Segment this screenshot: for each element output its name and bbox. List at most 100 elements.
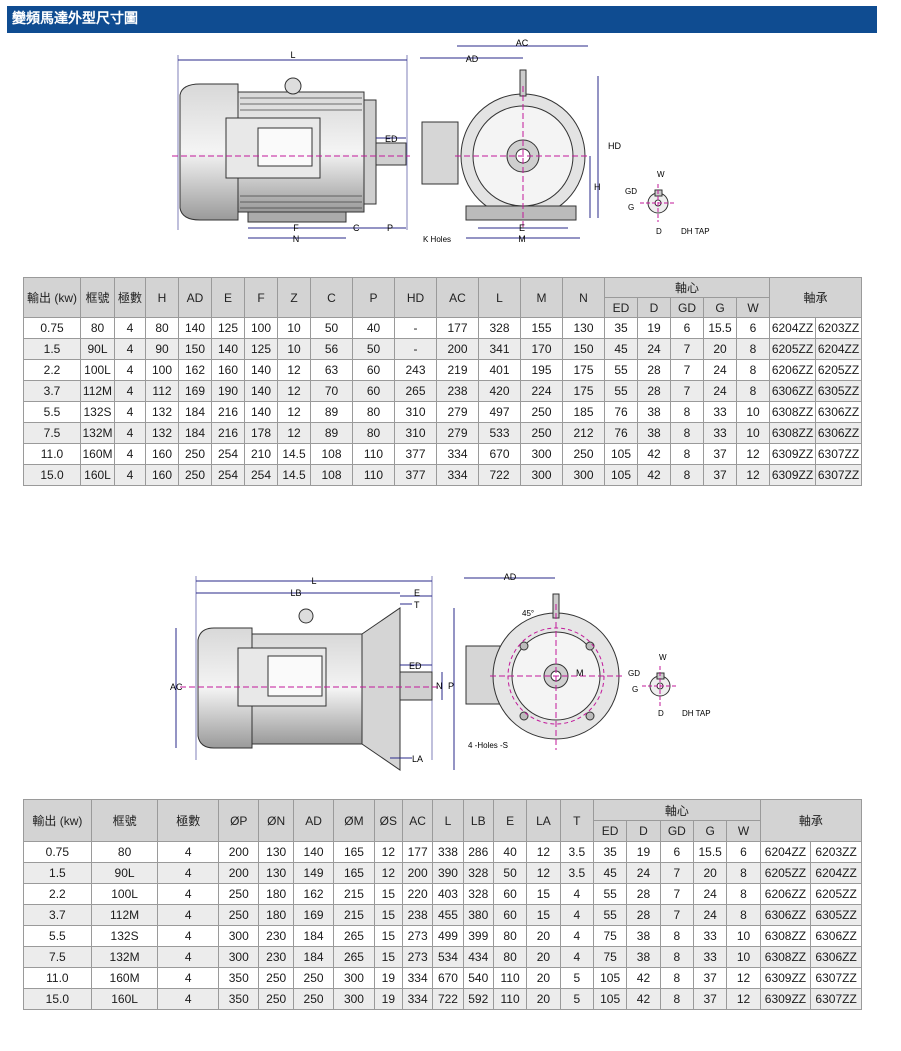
table-cell: 10 xyxy=(277,338,311,360)
table-cell: 155 xyxy=(520,317,563,339)
table-cell: 8 xyxy=(670,422,704,444)
table-cell: 75 xyxy=(592,946,628,968)
table-cell: 350 xyxy=(218,967,260,989)
table-cell: 169 xyxy=(292,904,335,926)
table-cell: 12 xyxy=(735,443,771,465)
dim2-ED-label: ED xyxy=(409,661,422,671)
table-cell: 254 xyxy=(211,464,245,486)
header2-bearing: 軸承 xyxy=(759,799,863,842)
dim-C-label: C xyxy=(353,223,360,233)
dim-ED-label: ED xyxy=(385,134,398,144)
header2-ED: ED xyxy=(592,820,628,842)
dim-M-label: M xyxy=(518,234,526,244)
table-cell: 250 xyxy=(520,401,563,423)
table-cell: 328 xyxy=(478,317,521,339)
table-cell: 5 xyxy=(559,988,594,1010)
table-cell: 254 xyxy=(244,464,278,486)
header-bearing: 軸承 xyxy=(769,277,863,318)
table-cell: 4 xyxy=(559,883,594,905)
table-cell: 8 xyxy=(659,946,694,968)
table-cell: 12 xyxy=(277,359,311,381)
table-cell: 8 xyxy=(670,464,704,486)
table-cell: 6307ZZ xyxy=(810,988,862,1010)
table-cell: 6204ZZ xyxy=(769,317,817,339)
table-cell: 105 xyxy=(592,988,628,1010)
page-title: 變頻馬達外型尺寸圖 xyxy=(7,6,877,33)
table-cell: 132M xyxy=(90,946,159,968)
table-cell: 5 xyxy=(559,967,594,989)
table-cell: 250 xyxy=(562,443,605,465)
table-cell: 15.5 xyxy=(703,317,737,339)
table-cell: 250 xyxy=(292,988,335,1010)
header2-LB: LB xyxy=(462,799,494,842)
table-cell: 722 xyxy=(478,464,521,486)
dim-L-label: L xyxy=(290,50,295,60)
table-cell: 150 xyxy=(178,338,212,360)
dim2-M-label: M xyxy=(576,668,584,678)
table-cell: 8 xyxy=(659,925,694,947)
table-cell: 4 xyxy=(114,317,146,339)
table-cell: 0.75 xyxy=(23,841,92,863)
table-cell: 195 xyxy=(520,359,563,381)
table-cell: 42 xyxy=(637,464,671,486)
table-cell: 20 xyxy=(526,946,561,968)
dim2-LB-label: LB xyxy=(290,588,301,598)
table-cell: 160L xyxy=(80,464,115,486)
table-cell: 35 xyxy=(592,841,628,863)
table-cell: 70 xyxy=(310,380,353,402)
table-cell: 37 xyxy=(692,988,728,1010)
header2-output: 輸出 (kw) xyxy=(23,799,92,842)
table-cell: 37 xyxy=(703,443,737,465)
table-cell: 110 xyxy=(352,443,395,465)
header-G: G xyxy=(703,297,737,318)
table-cell: 24 xyxy=(703,380,737,402)
table-cell: 38 xyxy=(626,925,661,947)
table-cell: 80 xyxy=(492,925,528,947)
dim-D-label: D xyxy=(656,227,662,236)
table-cell: 15.5 xyxy=(692,841,728,863)
header-M: M xyxy=(520,277,563,318)
table-cell: 534 xyxy=(432,946,464,968)
header2-D: D xyxy=(626,820,661,842)
header2-GD: GD xyxy=(659,820,694,842)
table-cell: 4 xyxy=(114,359,146,381)
table-cell: 265 xyxy=(333,925,375,947)
table-cell: 14.5 xyxy=(277,443,311,465)
table-cell: 279 xyxy=(436,422,479,444)
header2-P: ØP xyxy=(218,799,260,842)
table-cell: 162 xyxy=(292,883,335,905)
table-cell: 210 xyxy=(244,443,278,465)
table-cell: 177 xyxy=(436,317,479,339)
table-cell: 160 xyxy=(211,359,245,381)
table-cell: 132S xyxy=(90,925,159,947)
header2-L: L xyxy=(432,799,464,842)
dim2-DH-label: DH TAP xyxy=(682,709,711,718)
table-cell: 4 xyxy=(157,862,220,884)
table-cell: 250 xyxy=(178,443,212,465)
table-cell: 4 xyxy=(559,904,594,926)
table-cell: 140 xyxy=(244,359,278,381)
table-cell: 212 xyxy=(562,422,605,444)
table-cell: 5.5 xyxy=(23,925,92,947)
table-cell: 11.0 xyxy=(23,443,81,465)
table-cell: 110 xyxy=(492,988,528,1010)
dim2-D-label: D xyxy=(658,709,664,718)
table-cell: 165 xyxy=(333,841,375,863)
table-cell: 338 xyxy=(432,841,464,863)
table-cell: 380 xyxy=(462,904,494,926)
table-cell: 76 xyxy=(604,422,638,444)
table-cell: 6309ZZ xyxy=(759,967,812,989)
table-cell: 279 xyxy=(436,401,479,423)
table-cell: 6 xyxy=(659,841,694,863)
table-cell: 160M xyxy=(90,967,159,989)
header-C: C xyxy=(310,277,353,318)
table-cell: 105 xyxy=(604,464,638,486)
table-cell: 334 xyxy=(436,443,479,465)
table-cell: 6203ZZ xyxy=(810,841,862,863)
header-N: N xyxy=(562,277,605,318)
